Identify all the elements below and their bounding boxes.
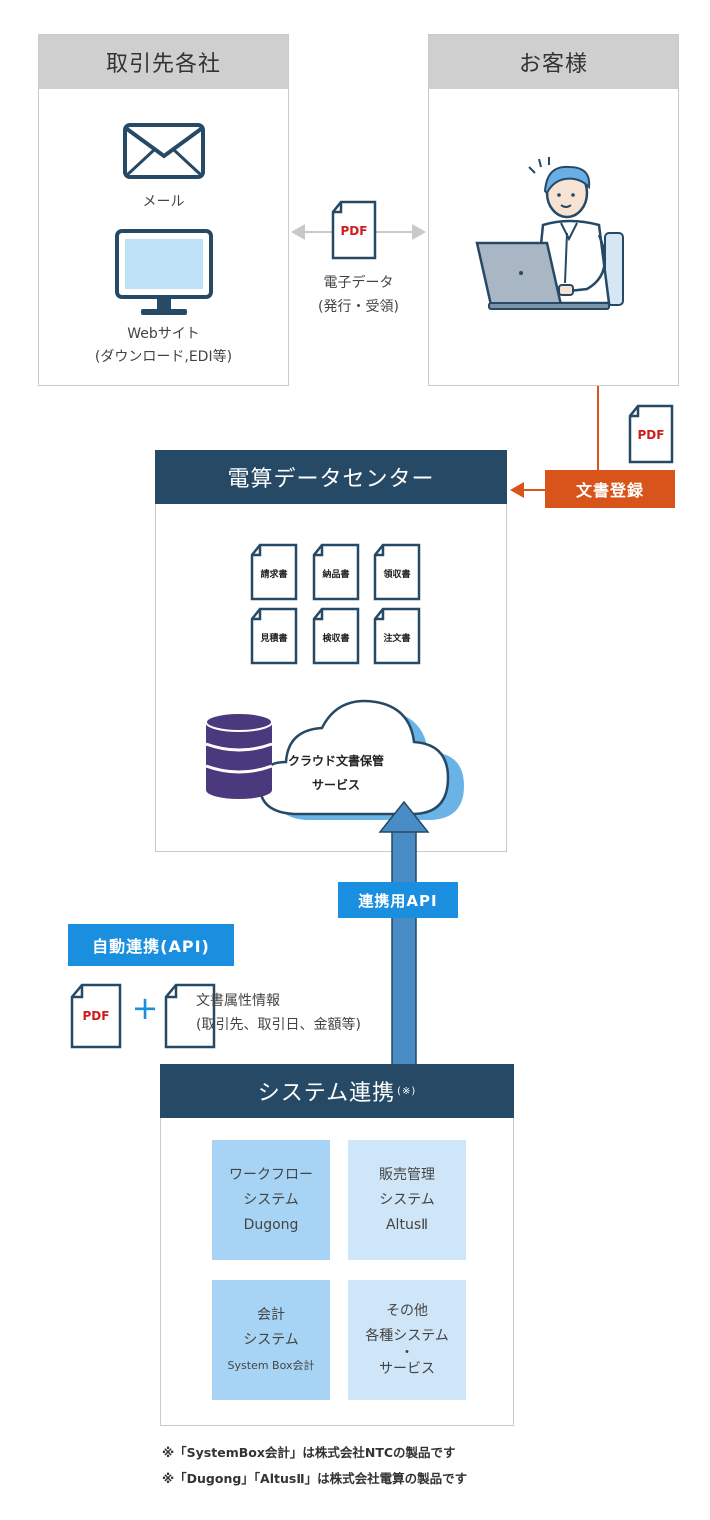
mail-label: メール [142, 194, 185, 210]
system-box-line: AltusⅡ [385, 1216, 428, 1233]
api-badge: 連携用API [338, 882, 458, 918]
doc-label: 請求書 [260, 570, 288, 580]
exchange-label: 電子データ [323, 275, 394, 291]
doc-icon-estimate: 見積書 [250, 607, 298, 665]
exchange-pdf-label: PDF [340, 224, 368, 238]
person-laptop-icon [475, 157, 624, 310]
partners-title: 取引先各社 [39, 35, 288, 89]
system-box-line: System Box会計 [227, 1358, 315, 1372]
attribute-label-2: (取引先、取引日、金額等) [196, 1017, 361, 1033]
doc-label: 検収書 [322, 634, 350, 644]
system-title: システム連携(※) [160, 1064, 514, 1118]
upload-pdf-label: PDF [637, 428, 665, 442]
doc-icon-receipt: 領収書 [373, 543, 421, 601]
cloud-label-2: サービス [311, 778, 360, 792]
system-title-text: システム連携 [257, 1081, 396, 1106]
exchange-pdf-icon: PDF [331, 200, 377, 260]
system-box-line: 販売管理 [379, 1166, 435, 1183]
doc-icon-inspection: 検収書 [312, 607, 360, 665]
upload-badge: 文書登録 [545, 470, 675, 508]
doc-label: 見積書 [260, 634, 288, 644]
system-box-accounting: 会計 システム System Box会計 [212, 1280, 330, 1400]
system-box-line: ワークフロー [229, 1166, 313, 1183]
upload-arrow-icon [510, 482, 546, 498]
partners-panel: 取引先各社 メール Webサイト (ダウンロード,EDI等) [38, 34, 289, 386]
system-box-line: ・ [400, 1344, 414, 1361]
auto-badge: 自動連携(API) [68, 924, 234, 966]
doc-icon-invoice: 請求書 [250, 543, 298, 601]
auto-pdf-label: PDF [82, 1009, 110, 1023]
attribute-doc-icon [164, 983, 216, 1049]
doc-label: 納品書 [322, 570, 350, 580]
customer-panel: お客様 [428, 34, 679, 386]
attribute-label-1: 文書属性情報 [196, 993, 280, 1009]
doc-icon-delivery: 納品書 [312, 543, 360, 601]
footnote-1: ※「SystemBox会計」は株式会社NTCの製品です [162, 1445, 456, 1460]
web-label: Webサイト [127, 326, 200, 342]
system-box-other: その他 各種システム ・ サービス [348, 1280, 466, 1400]
monitor-icon [115, 229, 213, 315]
system-box-workflow: ワークフロー システム Dugong [212, 1140, 330, 1260]
system-box-sales: 販売管理 システム AltusⅡ [348, 1140, 466, 1260]
customer-title: お客様 [429, 35, 678, 89]
cloud-label-1: クラウド文書保管 [287, 754, 384, 768]
system-box-line: サービス [379, 1360, 435, 1377]
mail-icon [123, 123, 205, 179]
system-box-line: その他 [386, 1302, 428, 1319]
system-box-line: システム [379, 1191, 435, 1208]
system-box-line: 各種システム [365, 1327, 449, 1344]
datacenter-title: 電算データセンター [155, 450, 507, 504]
exchange-sub-label: (発行・受領) [318, 299, 399, 315]
web-sub-label: (ダウンロード,EDI等) [94, 349, 233, 365]
api-arrow [378, 800, 430, 1066]
upload-pdf-icon: PDF [628, 404, 674, 464]
auto-pdf-icon: PDF [70, 983, 122, 1049]
system-box-line: システム [243, 1331, 299, 1348]
doc-label: 領収書 [383, 570, 411, 580]
system-box-line: Dugong [243, 1216, 299, 1233]
footnote-2: ※「Dugong」「AltusⅡ」は株式会社電算の製品です [162, 1471, 468, 1486]
system-box-line: システム [243, 1191, 299, 1208]
database-icon [205, 712, 273, 799]
system-box-line: 会計 [257, 1306, 285, 1323]
doc-icon-order: 注文書 [373, 607, 421, 665]
plus-icon: + [131, 989, 159, 1027]
upload-line [597, 386, 599, 470]
system-title-note: (※) [397, 1085, 417, 1097]
doc-label: 注文書 [383, 634, 411, 644]
